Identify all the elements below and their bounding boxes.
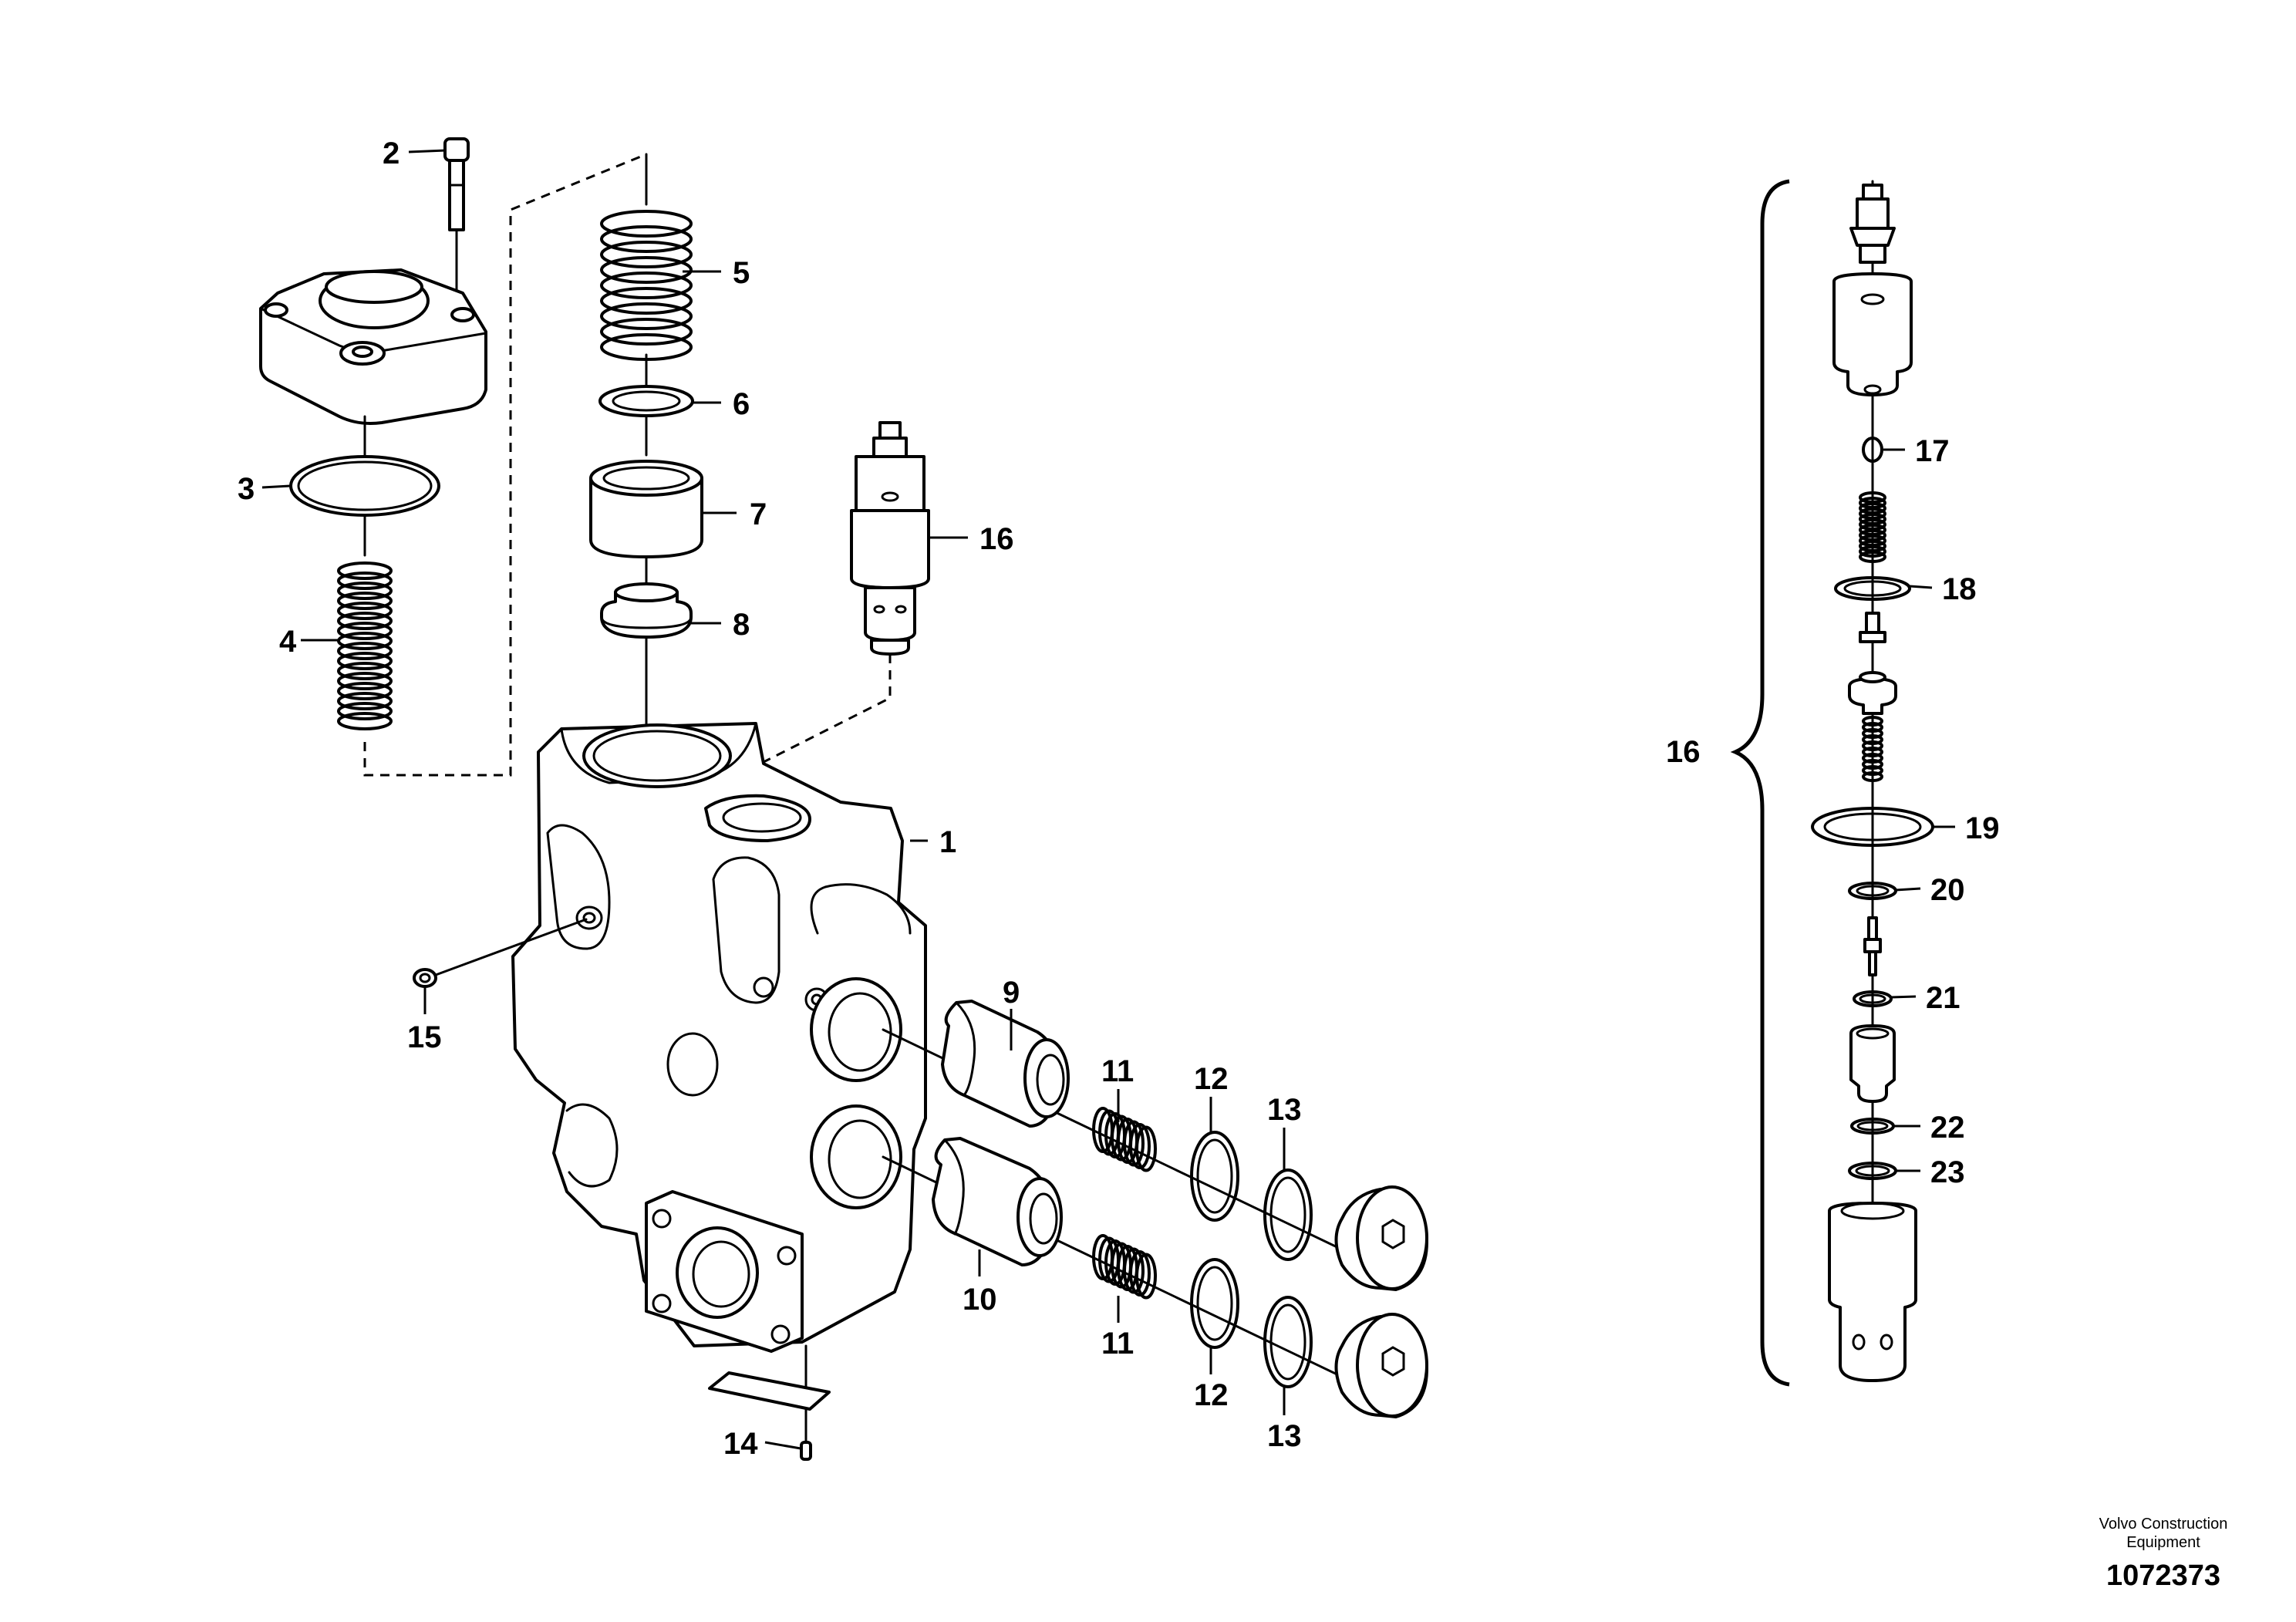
spring-coil — [337, 642, 393, 660]
detail-brace — [1730, 179, 1790, 1387]
spring-coil — [337, 612, 393, 630]
part-relief-valve-16 — [850, 421, 930, 656]
footer: Volvo Construction Equipment 1072373 — [2099, 1516, 2228, 1592]
leader-lines — [261, 149, 1955, 1450]
callout-9: 9 — [1003, 976, 1020, 1010]
spring-coil — [600, 241, 693, 268]
spring-coil — [1135, 1253, 1157, 1300]
callout-23: 23 — [1930, 1155, 1965, 1189]
spring-coil — [337, 672, 393, 690]
port-assembly-upper — [882, 1000, 1428, 1291]
spring-coil — [600, 225, 693, 253]
callout-10: 10 — [963, 1283, 997, 1317]
spring-coil — [337, 702, 393, 720]
spring-coil — [600, 287, 693, 315]
spring-coil — [337, 662, 393, 680]
part-cover — [259, 268, 487, 425]
spring-coil — [600, 271, 693, 299]
callout-14: 14 — [723, 1427, 758, 1461]
manufacturer-name-line2: Equipment — [2126, 1534, 2200, 1551]
callout-3: 3 — [238, 472, 255, 506]
callout-4: 4 — [279, 625, 297, 659]
part-spring-4 — [337, 561, 393, 730]
part-plug-15 — [413, 918, 588, 988]
callout-7: 7 — [750, 497, 767, 531]
spring-coil — [600, 302, 693, 330]
spring-coil — [600, 318, 693, 346]
spring-coil — [337, 712, 393, 730]
drawing-number: 1072373 — [2106, 1560, 2220, 1592]
callout-13-upper: 13 — [1267, 1093, 1302, 1127]
callout-16-main: 16 — [979, 522, 1014, 556]
spring-coil — [337, 592, 393, 610]
callout-13-lower: 13 — [1267, 1419, 1302, 1453]
callout-8: 8 — [733, 608, 750, 642]
callout-21: 21 — [1926, 981, 1961, 1015]
callout-17: 17 — [1915, 434, 1950, 468]
spring-coil — [1862, 771, 1883, 782]
spring-coil — [337, 561, 393, 580]
part-valve-block-1 — [511, 722, 927, 1353]
callout-5: 5 — [733, 256, 750, 290]
callout-12-lower: 12 — [1194, 1378, 1229, 1412]
assembly-dash-lines — [363, 153, 892, 777]
spring-coil — [1859, 545, 1886, 558]
manufacturer-name: Volvo Construction — [2099, 1516, 2228, 1533]
spring-coil — [600, 210, 693, 238]
callouts: 2 3 4 5 6 7 8 16 1 15 9 10 11 11 12 12 1… — [238, 137, 2000, 1461]
callout-6: 6 — [733, 387, 750, 421]
spring-coil — [337, 682, 393, 700]
port-assembly-lower — [882, 1137, 1428, 1418]
callout-11-lower: 11 — [1101, 1327, 1134, 1361]
callout-2: 2 — [383, 137, 400, 170]
spring-coil — [337, 652, 393, 670]
part-o-ring-3 — [289, 415, 440, 557]
part-cap-screw — [443, 137, 470, 307]
spring-coil — [600, 256, 693, 284]
part-seat-8 — [600, 582, 693, 727]
detail-relief-valve-exploded — [1811, 180, 1934, 1382]
spring-coil — [337, 602, 393, 620]
callout-15: 15 — [407, 1020, 442, 1054]
part-spring-5 — [600, 153, 693, 361]
callout-12-upper: 12 — [1194, 1062, 1229, 1096]
callout-19: 19 — [1965, 811, 2000, 845]
callout-20: 20 — [1930, 873, 1965, 907]
callout-22: 22 — [1930, 1111, 1965, 1145]
callout-16-detail: 16 — [1666, 735, 1701, 769]
spring-coil — [1135, 1125, 1157, 1172]
part-sleeve-7 — [589, 460, 703, 592]
spring-coil — [337, 582, 393, 600]
spring-coil — [337, 622, 393, 640]
spring-coil — [337, 572, 393, 590]
part-washer-6 — [598, 353, 694, 457]
part-nameplate-14 — [708, 1344, 831, 1461]
callout-1: 1 — [939, 825, 956, 859]
callout-11-upper: 11 — [1101, 1054, 1134, 1088]
callout-18: 18 — [1942, 572, 1977, 606]
spring-coil — [1859, 551, 1886, 563]
spring-coil — [337, 692, 393, 710]
